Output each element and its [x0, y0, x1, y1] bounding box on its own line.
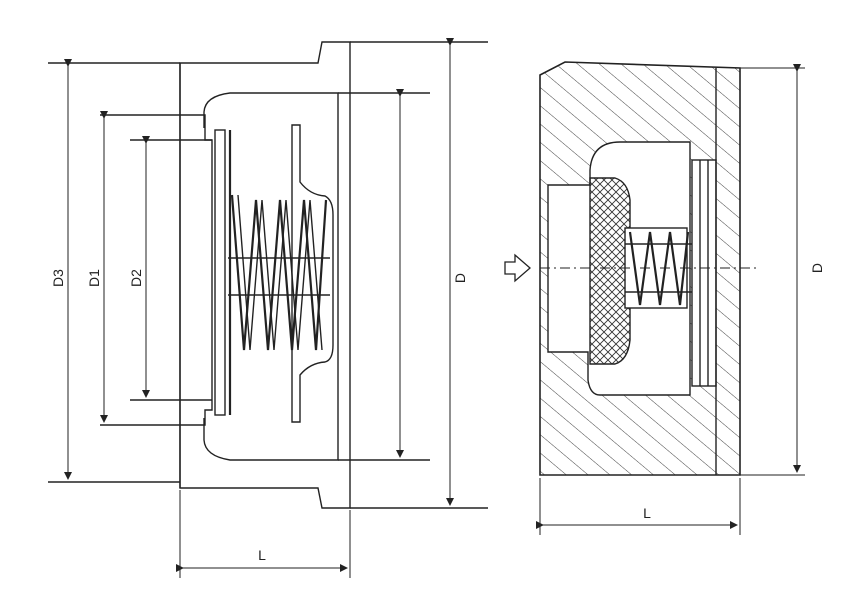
flow-direction-arrow-icon [504, 253, 531, 283]
label-l-right: L [643, 505, 651, 521]
left-spring-retainer [291, 124, 334, 423]
label-d-right: D [809, 263, 825, 273]
right-dimensions [536, 64, 805, 535]
label-d-left: D [452, 273, 468, 283]
right-disc [589, 177, 631, 365]
right-retainer [691, 159, 717, 387]
left-inner-bore [203, 92, 339, 461]
label-d3: D3 [50, 269, 66, 287]
label-d2: D2 [128, 269, 144, 287]
left-disc-plate [214, 129, 226, 416]
label-l-left: L [258, 547, 266, 563]
right-section-view: D L [504, 61, 825, 535]
left-dimensions [64, 38, 454, 578]
left-spring [228, 194, 330, 351]
left-section-view: D3 D1 D2 D L [48, 38, 488, 578]
left-body-outline [179, 41, 351, 509]
label-d1: D1 [86, 269, 102, 287]
